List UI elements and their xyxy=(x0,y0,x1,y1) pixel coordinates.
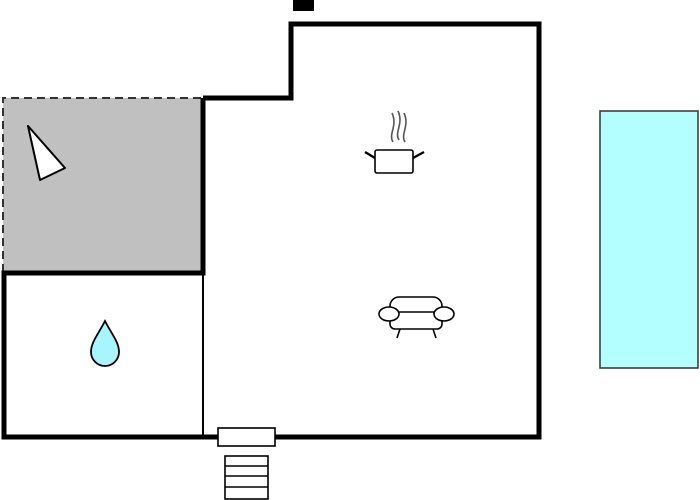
chimney xyxy=(293,0,314,11)
armchair-icon xyxy=(378,296,455,339)
entrance-stairs xyxy=(224,455,269,500)
exterior-wall-lower xyxy=(1,98,218,440)
entrance-door xyxy=(217,427,276,447)
view-direction-icon xyxy=(27,125,66,181)
swimming-pool xyxy=(599,110,699,369)
water-drop-icon xyxy=(90,318,120,367)
terrace-dashed-edge xyxy=(2,97,203,272)
terrace-area xyxy=(3,98,203,273)
exterior-wall xyxy=(203,21,542,440)
cooking-pot-icon xyxy=(364,110,425,174)
